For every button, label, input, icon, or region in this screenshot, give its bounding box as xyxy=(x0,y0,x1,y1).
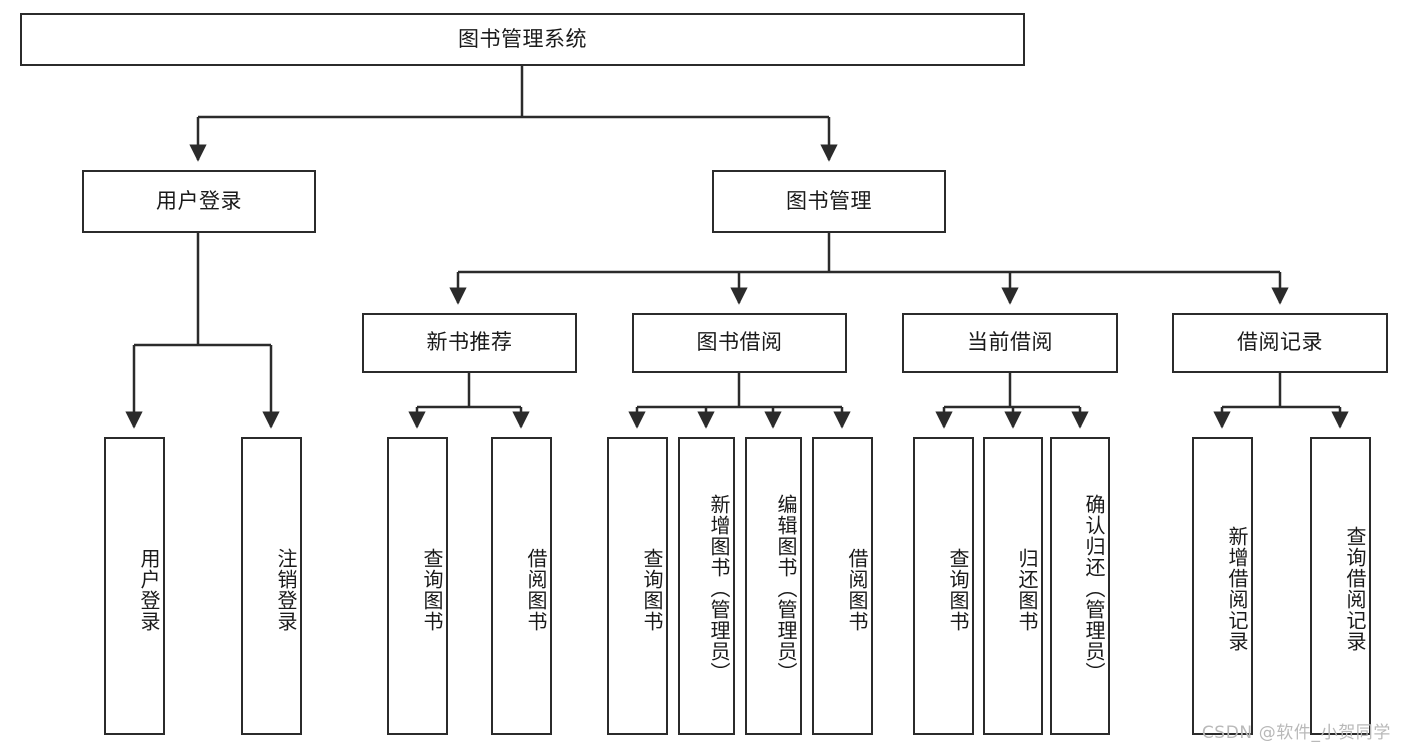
leaf-book-borrow-add-book-admin[interactable]: 新增图书（管理员） xyxy=(678,437,735,735)
node-label: 新增图书（管理员） xyxy=(707,494,731,683)
leaf-user-login-login[interactable]: 用户登录 xyxy=(104,437,165,735)
node-label: 查询图书 xyxy=(640,548,664,632)
leaf-new-book-query-book[interactable]: 查询图书 xyxy=(387,437,448,735)
leaf-user-login-logout[interactable]: 注销登录 xyxy=(241,437,302,735)
node-label: 图书管理系统 xyxy=(458,26,587,51)
csdn-watermark: CSDN @软件_小贺同学 xyxy=(1201,723,1391,743)
node-label: 确认归还（管理员） xyxy=(1082,494,1106,683)
node-book-borrow[interactable]: 图书借阅 xyxy=(632,313,847,373)
leaf-book-borrow-edit-book-admin[interactable]: 编辑图书（管理员） xyxy=(745,437,802,735)
leaf-borrow-record-query-record[interactable]: 查询借阅记录 xyxy=(1310,437,1371,735)
node-label: 归还图书 xyxy=(1015,548,1039,632)
node-label: 借阅图书 xyxy=(845,548,869,632)
leaf-book-borrow-borrow-book[interactable]: 借阅图书 xyxy=(812,437,873,735)
node-label: 图书管理 xyxy=(786,188,872,213)
node-label: 新书推荐 xyxy=(426,330,513,355)
leaf-book-borrow-query-book[interactable]: 查询图书 xyxy=(607,437,668,735)
node-label: 图书借阅 xyxy=(696,330,783,355)
node-user-login[interactable]: 用户登录 xyxy=(82,170,316,233)
leaf-current-borrow-query-book[interactable]: 查询图书 xyxy=(913,437,974,735)
leaf-current-borrow-return-book[interactable]: 归还图书 xyxy=(983,437,1043,735)
node-label: 查询图书 xyxy=(420,548,444,632)
node-root-book-management-system[interactable]: 图书管理系统 xyxy=(20,13,1025,66)
node-label: 借阅记录 xyxy=(1237,330,1323,355)
node-label: 用户登录 xyxy=(156,188,242,213)
leaf-borrow-record-add-record[interactable]: 新增借阅记录 xyxy=(1192,437,1253,735)
node-borrow-record[interactable]: 借阅记录 xyxy=(1172,313,1388,373)
node-label: 借阅图书 xyxy=(524,548,548,632)
node-label: 新增借阅记录 xyxy=(1225,525,1249,652)
node-label: 查询图书 xyxy=(946,548,970,632)
node-current-borrow[interactable]: 当前借阅 xyxy=(902,313,1118,373)
node-label: 用户登录 xyxy=(137,548,161,632)
leaf-new-book-borrow-book[interactable]: 借阅图书 xyxy=(491,437,552,735)
node-label: 注销登录 xyxy=(274,548,298,632)
node-new-book-recommend[interactable]: 新书推荐 xyxy=(362,313,577,373)
node-label: 编辑图书（管理员） xyxy=(774,494,798,683)
leaf-current-borrow-confirm-return-admin[interactable]: 确认归还（管理员） xyxy=(1050,437,1110,735)
node-label: 查询借阅记录 xyxy=(1343,525,1367,652)
node-label: 当前借阅 xyxy=(967,330,1053,355)
node-book-management[interactable]: 图书管理 xyxy=(712,170,946,233)
